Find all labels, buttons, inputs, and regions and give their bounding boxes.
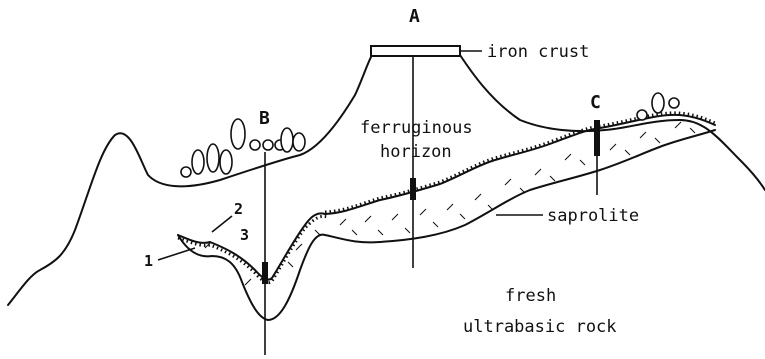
pointer-1 <box>158 248 195 260</box>
label-saprolite: saprolite <box>547 206 639 226</box>
label-2: 2 <box>234 200 243 218</box>
ground-surface-line <box>8 55 765 305</box>
iron-crust-cap <box>371 46 460 56</box>
ferruginous-dotted-layer <box>178 216 328 282</box>
label-horizon: horizon <box>380 142 452 162</box>
label-b: B <box>259 108 270 129</box>
section-mark-b <box>262 262 268 284</box>
label-fresh: fresh <box>505 286 556 306</box>
label-1: 1 <box>144 252 153 270</box>
label-ferruginous: ferruginous <box>360 118 473 138</box>
section-mark-c <box>594 120 600 156</box>
section-mark-a <box>410 178 416 200</box>
pointer-2 <box>212 216 232 232</box>
saprolite-upper-boundary <box>178 115 715 280</box>
label-a: A <box>409 6 420 27</box>
label-c: C <box>590 92 601 113</box>
label-iron-crust: iron crust <box>487 42 589 62</box>
trees-b <box>181 119 305 177</box>
label-ultrabasic-rock: ultrabasic rock <box>463 317 617 337</box>
label-3: 3 <box>240 226 249 244</box>
